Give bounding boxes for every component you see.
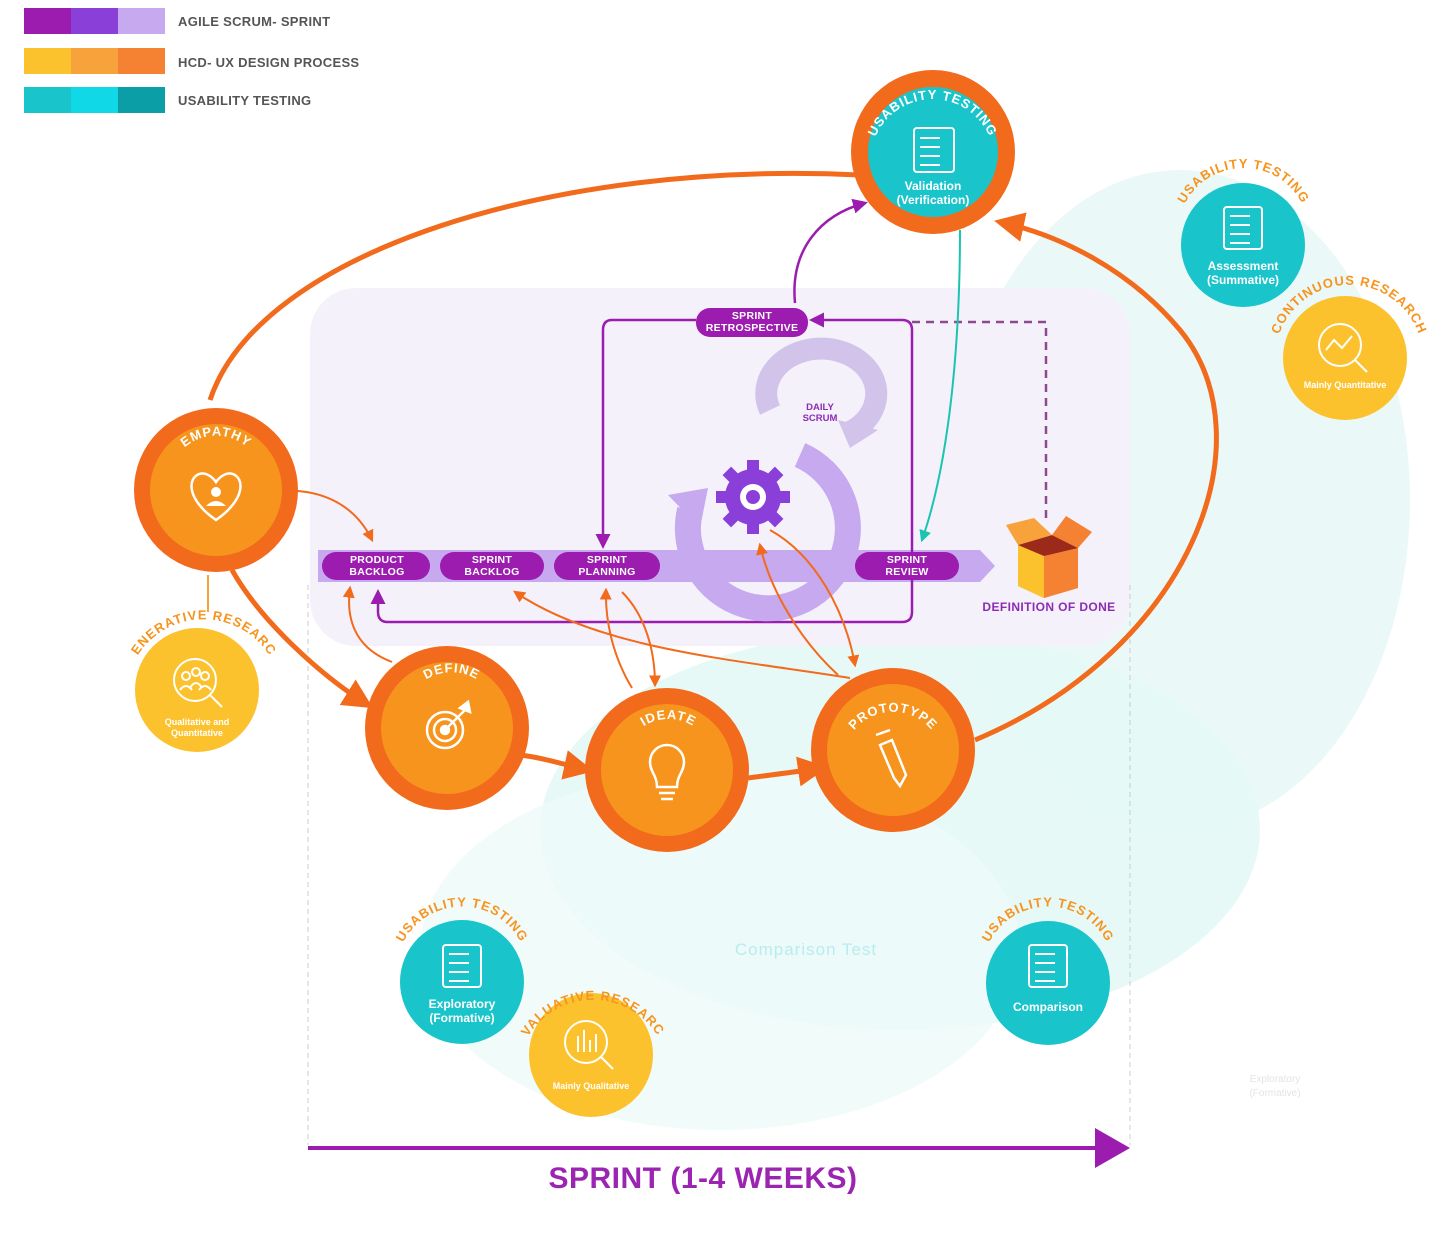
pill-sprint-planning-line2: PLANNING xyxy=(578,566,635,578)
evaluative-line1: Mainly Qualitative xyxy=(553,1081,630,1091)
node-ideate[interactable]: IDEATE xyxy=(585,688,749,852)
daily-scrum-line1: DAILY xyxy=(806,402,834,413)
pill-sprint-planning[interactable]: SPRINT PLANNING xyxy=(554,552,660,580)
node-define[interactable]: DEFINE xyxy=(365,646,529,810)
pill-sprint-review[interactable]: SPRINT REVIEW xyxy=(855,552,959,580)
review-to-backlog-loop xyxy=(370,330,914,624)
legend-label-usability: USABILITY TESTING xyxy=(178,93,311,108)
pill-product-backlog[interactable]: PRODUCT BACKLOG xyxy=(322,552,430,580)
review-to-retro-line xyxy=(809,312,914,331)
pencil-icon xyxy=(875,728,908,789)
pill-sprint-backlog-line2: BACKLOG xyxy=(464,566,519,578)
gear-icon xyxy=(716,460,790,534)
pill-retro-line1: SPRINT xyxy=(732,310,773,322)
assessment-line2: (Summative) xyxy=(1207,273,1279,287)
empathy-to-define-arrow xyxy=(229,568,374,709)
comparison-line1: Comparison xyxy=(1013,1000,1083,1014)
magnifier-chart-icon xyxy=(1318,323,1368,373)
pill-sprint-review-line1: SPRINT xyxy=(887,554,928,566)
ghost-comparison-test: Comparison Test xyxy=(735,940,877,959)
pill-product-backlog-line1: PRODUCT xyxy=(350,554,404,566)
validation-line1: Validation xyxy=(905,179,962,193)
legend: AGILE SCRUM- SPRINT HCD- UX DESIGN PROCE… xyxy=(24,8,359,113)
heart-icon xyxy=(190,472,242,522)
lightbulb-icon xyxy=(648,743,686,801)
sprint-axis: SPRINT (1-4 WEEKS) xyxy=(308,1128,1130,1195)
pill-sprint-planning-line1: SPRINT xyxy=(587,554,628,566)
checklist-icon xyxy=(442,944,482,988)
box-icon xyxy=(1006,516,1092,598)
generative-line1: Qualitative and xyxy=(165,717,230,727)
ghost-exploratory-line1: Exploratory xyxy=(1250,1074,1301,1085)
magnifier-bars-icon xyxy=(564,1020,614,1070)
pill-sprint-review-line2: REVIEW xyxy=(885,566,928,578)
definition-of-done: DEFINITION OF DONE xyxy=(982,516,1115,614)
pill-sprint-retrospective[interactable]: SPRINT RETROSPECTIVE xyxy=(696,308,808,337)
legend-label-hcd: HCD- UX DESIGN PROCESS xyxy=(178,55,359,70)
checklist-icon xyxy=(1223,206,1263,250)
exploratory-line1: Exploratory xyxy=(429,997,496,1011)
validation-to-review-arrow xyxy=(919,229,961,543)
continuous-line1: Mainly Quantitative xyxy=(1304,380,1387,390)
assessment-line1: Assessment xyxy=(1208,259,1279,273)
retro-to-validation-arrow xyxy=(793,198,868,304)
generative-line2: Quantitative xyxy=(171,728,223,738)
pill-sprint-backlog-line1: SPRINT xyxy=(472,554,513,566)
definition-of-done-label: DEFINITION OF DONE xyxy=(982,600,1115,614)
ghost-exploratory-line2: (Formative) xyxy=(1249,1088,1300,1099)
validation-line2: (Verification) xyxy=(897,193,970,207)
checklist-icon xyxy=(1028,944,1068,988)
legend-item-hcd: HCD- UX DESIGN PROCESS xyxy=(24,48,359,74)
hcd-loop-top xyxy=(207,170,861,401)
sprint-axis-label: SPRINT (1-4 WEEKS) xyxy=(548,1162,857,1195)
pill-retro-line2: RETROSPECTIVE xyxy=(706,322,799,334)
pill-product-backlog-line2: BACKLOG xyxy=(349,566,404,578)
exploratory-line2: (Formative) xyxy=(429,1011,494,1025)
hcd-loop-right xyxy=(974,212,1219,743)
legend-label-agile: AGILE SCRUM- SPRINT xyxy=(178,14,330,29)
legend-item-usability: USABILITY TESTING xyxy=(24,87,311,113)
define-label: DEFINE xyxy=(421,660,483,682)
people-search-icon xyxy=(173,658,223,708)
daily-scrum-line2: SCRUM xyxy=(803,413,838,424)
node-empathy[interactable]: EMPATHY xyxy=(134,408,298,572)
daily-scrum-cycle: DAILY SCRUM xyxy=(668,337,888,622)
target-icon xyxy=(425,699,472,750)
pill-sprint-backlog[interactable]: SPRINT BACKLOG xyxy=(440,552,544,580)
node-prototype[interactable]: PROTOTYPE xyxy=(811,668,975,832)
define-to-ideate-arrow xyxy=(519,750,594,780)
checklist-icon xyxy=(913,127,955,173)
legend-item-agile: AGILE SCRUM- SPRINT xyxy=(24,8,330,34)
ideate-label: IDEATE xyxy=(638,707,700,729)
node-validation[interactable]: USABILITY TESTING Validation (Verificati… xyxy=(851,70,1015,234)
retro-to-planning-line xyxy=(595,318,696,549)
